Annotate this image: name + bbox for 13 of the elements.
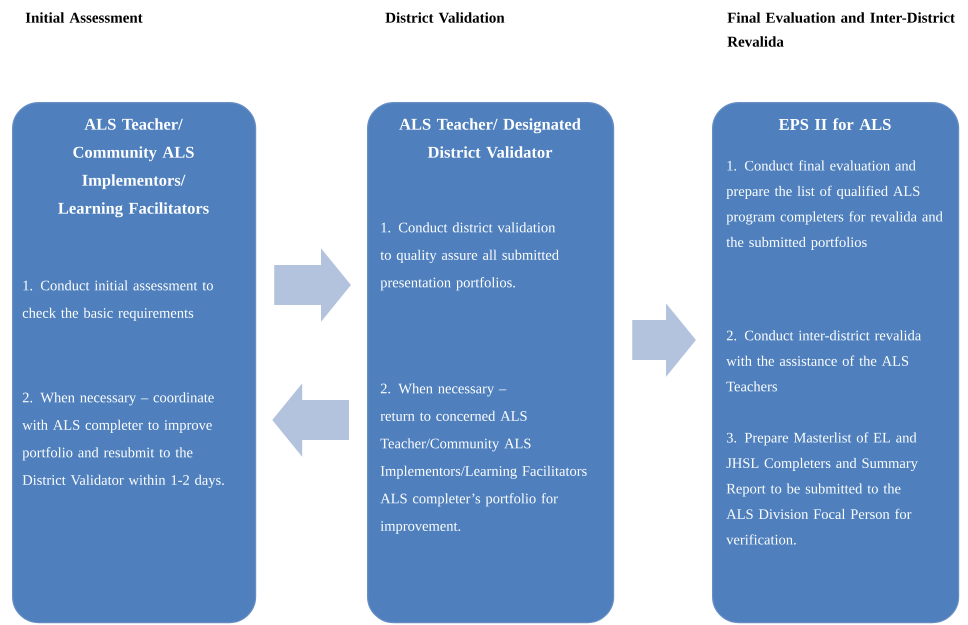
step-text: 1. Conduct final evaluation and prepare the list of qualified ALS program completers for revalida and the submitted portfolios: [726, 160, 943, 250]
box-heading: ALS Teacher/ Community ALS Implementors/ Learning Facilitators: [58, 118, 209, 218]
step-text: 2. When necessary – return to concerned ALS Teacher/Community ALS Implementors/Learning Facilitators ALS completer’s portfolio for improvement.: [380, 383, 587, 534]
step-text: 2. When necessary – coordinate with ALS completer to improve portfolio and resubmit to the District Validator within 1-2 days.: [22, 392, 224, 488]
step-text: 1. Conduct district validation to quality assure all submitted presentation portfolios.: [380, 222, 559, 290]
step-text: 2. Conduct inter-district revalida with the assistance of the ALS Teachers: [726, 330, 922, 392]
column-title: District Validation: [385, 12, 504, 23]
box-heading: EPS II for ALS: [778, 118, 891, 130]
step-text: 3. Prepare Masterlist of EL and JHSL Completers and Summary Report to be submitted to the ALS Division Focal Person for verification.: [726, 432, 918, 545]
column-title: Initial Assessment: [26, 12, 143, 23]
column-title: Final Evaluation and Inter-District Revalida: [727, 12, 955, 47]
box-heading: ALS Teacher/ Designated District Validator: [399, 118, 581, 158]
step-text: 1. Conduct initial assessment to check the basic requirements: [22, 280, 213, 321]
